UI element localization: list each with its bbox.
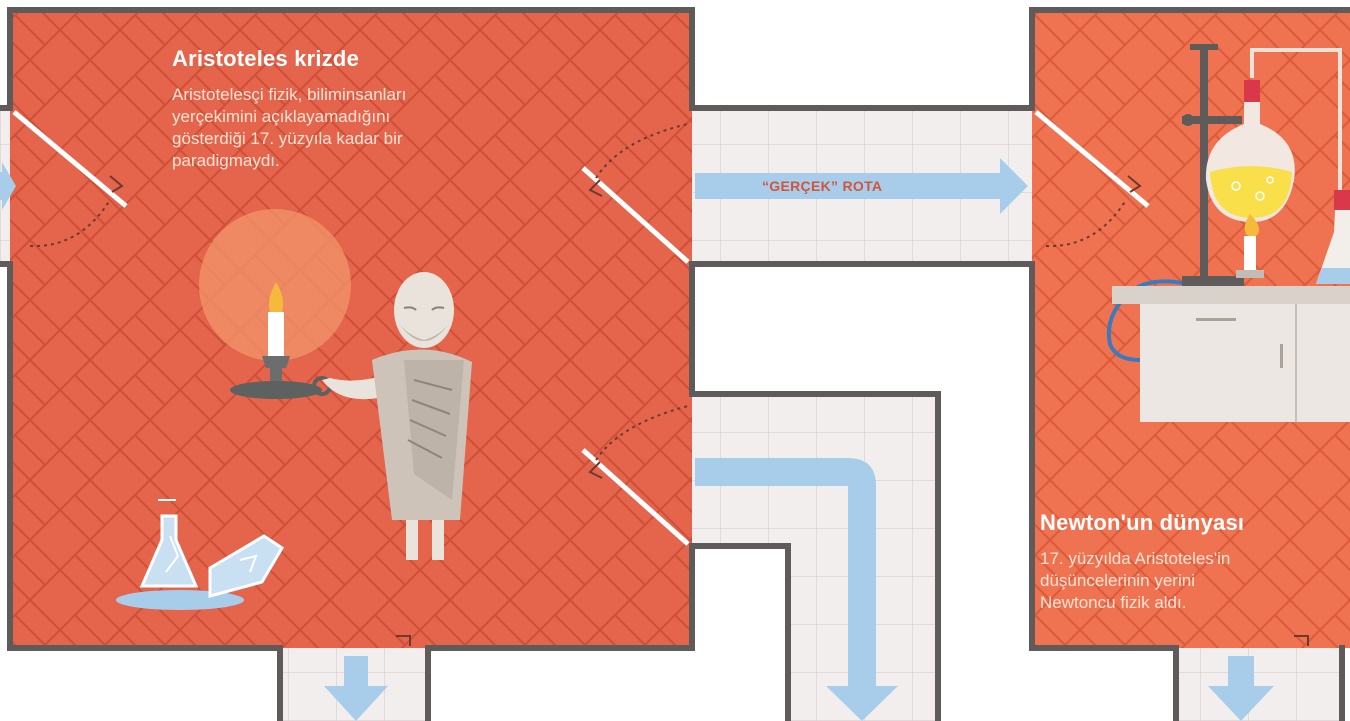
aristotle-line: yerçekimini açıklayamadığını: [172, 106, 512, 128]
lab-bench-top: [1112, 286, 1350, 304]
flask-stopper: [1244, 80, 1260, 102]
newton-line: 17. yüzyılda Aristoteles'in: [1040, 548, 1340, 570]
corridor-bend: [690, 394, 938, 721]
burner: [1244, 236, 1256, 274]
aristotle-line: gösterdiği 17. yüzyıla kadar bir: [172, 128, 512, 150]
newton-line: Newtoncu fizik aldı.: [1040, 592, 1340, 614]
candle: [268, 312, 284, 356]
aristotle-room-title: Aristoteles krizde: [172, 46, 359, 72]
lab-cabinet: [1140, 304, 1350, 422]
true-route-label: “GERÇEK” ROTA: [762, 178, 882, 194]
aristotle-head: [394, 272, 454, 348]
aristotle-room-description: Aristotelesçi fizik, biliminsanları yerç…: [172, 84, 512, 172]
newton-room-title: Newton'un dünyası: [1040, 510, 1244, 536]
newton-room-description: 17. yüzyılda Aristoteles'in düşüncelerin…: [1040, 548, 1340, 614]
newton-line: düşüncelerinin yerini: [1040, 570, 1340, 592]
aristotle-line: paradigmaydı.: [172, 150, 512, 172]
corridor-down-right: [1176, 646, 1342, 721]
aristotle-line: Aristotelesçi fizik, biliminsanları: [172, 84, 512, 106]
